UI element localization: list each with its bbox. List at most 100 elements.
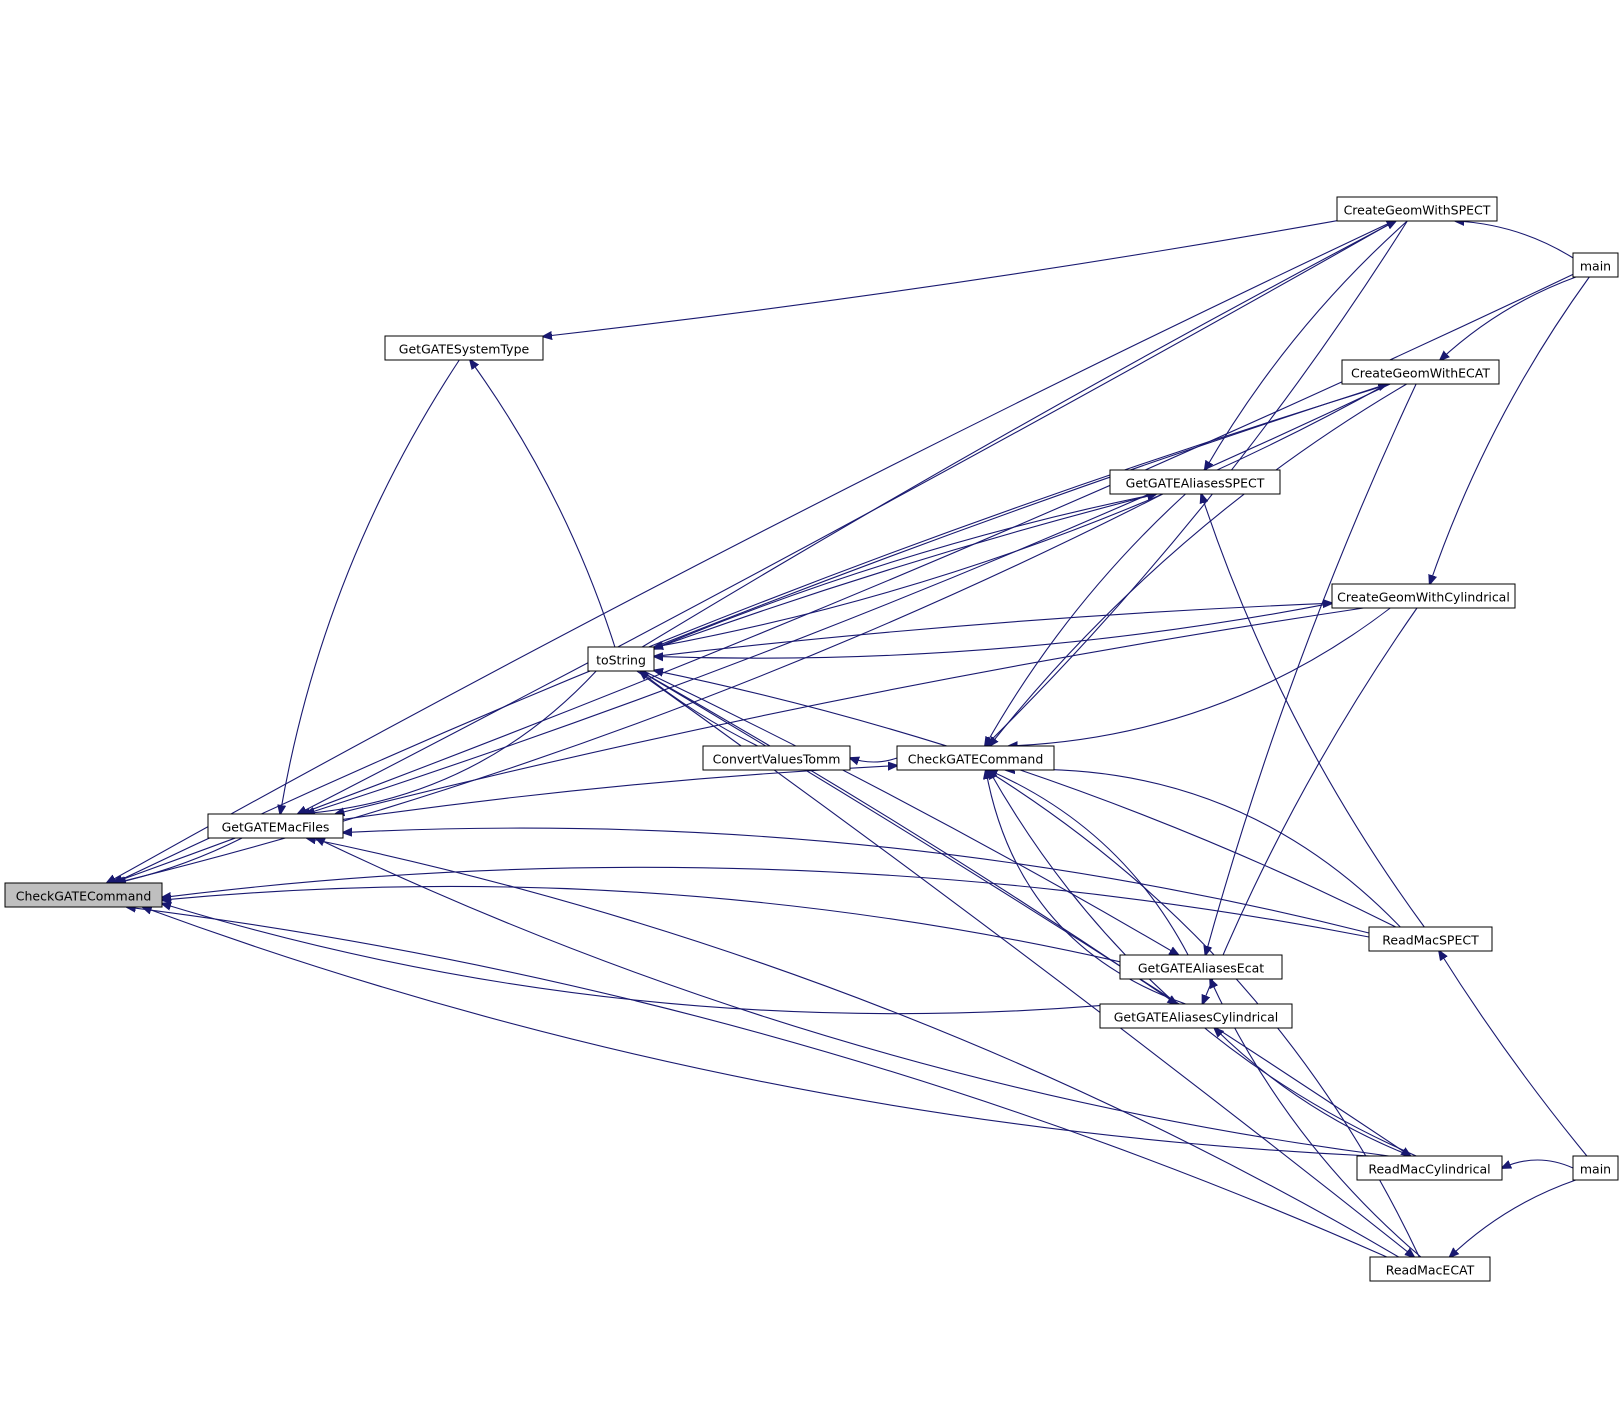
call-edge-convert-to-tostring bbox=[640, 671, 758, 747]
call-edge-cgcyl-to-check2 bbox=[1009, 607, 1391, 746]
call-edge-cgspect-to-macfiles bbox=[298, 220, 1396, 814]
call-edge-cgecat-to-macfiles bbox=[306, 383, 1391, 814]
edge-layer bbox=[107, 221, 1590, 1257]
node-box[interactable] bbox=[896, 745, 1055, 771]
call-edge-rmspect-to-root bbox=[162, 866, 1370, 938]
call-edge-tostring-to-rmcyl bbox=[639, 670, 1410, 1156]
call-edge-cgspect-to-check2 bbox=[985, 220, 1408, 746]
node-alecat[interactable]: GetGATEAliasesEcat bbox=[1119, 954, 1283, 980]
call-edge-macfiles-to-root bbox=[117, 837, 243, 883]
call-edge-rmcyl-to-macfiles bbox=[316, 838, 1390, 1157]
call-edge-main1-to-cgspect bbox=[1455, 221, 1574, 259]
call-edge-cgspect-to-root bbox=[107, 220, 1394, 883]
node-main1[interactable]: main bbox=[1572, 252, 1619, 278]
call-edge-main2-to-rmspect bbox=[1439, 951, 1588, 1157]
call-edge-rmecat-to-macfiles bbox=[307, 838, 1399, 1258]
call-edge-cgecat-to-check2 bbox=[989, 383, 1407, 746]
node-box[interactable] bbox=[1369, 1256, 1491, 1282]
call-edge-check2-to-convert bbox=[850, 758, 898, 762]
node-box[interactable] bbox=[384, 335, 544, 361]
call-edge-macfiles-to-check2 bbox=[342, 766, 897, 820]
node-box[interactable] bbox=[1356, 1155, 1503, 1181]
node-box[interactable] bbox=[1368, 926, 1493, 952]
call-edge-tostring-to-cgspect bbox=[641, 221, 1396, 648]
node-label: GetGATEAliasesSPECT bbox=[1126, 476, 1265, 491]
call-edge-cgecat-to-root bbox=[114, 383, 1390, 883]
call-edge-rmecat-to-root bbox=[127, 907, 1388, 1258]
call-edge-main1-to-cgecat bbox=[1440, 276, 1577, 360]
node-box[interactable] bbox=[1341, 359, 1500, 385]
call-edge-cgecat-to-alecat bbox=[1205, 383, 1417, 955]
node-label: CheckGATECommand bbox=[16, 889, 152, 904]
call-edge-tostring-to-alecat bbox=[643, 670, 1179, 955]
node-macfiles[interactable]: GetGATEMacFiles bbox=[207, 813, 344, 839]
node-box[interactable] bbox=[1336, 196, 1498, 222]
node-label: GetGATEAliasesEcat bbox=[1138, 961, 1264, 976]
node-rmspect[interactable]: ReadMacSPECT bbox=[1368, 926, 1493, 952]
call-edge-tostring-to-macfiles bbox=[300, 670, 597, 814]
call-edge-rmcyl-to-check2 bbox=[989, 770, 1417, 1157]
call-edge-cgspect-to-systype bbox=[543, 220, 1338, 337]
call-edge-tostring-to-systype bbox=[470, 360, 616, 648]
node-label: GetGATESystemType bbox=[399, 342, 530, 357]
call-edge-rmcyl-to-alcyl bbox=[1214, 1028, 1412, 1157]
call-edge-systype-to-macfiles bbox=[280, 359, 460, 814]
node-box[interactable] bbox=[1099, 1003, 1293, 1029]
node-main2[interactable]: main bbox=[1572, 1155, 1619, 1181]
call-edge-main1-to-cgcyl bbox=[1430, 276, 1590, 584]
node-box[interactable] bbox=[1109, 469, 1281, 495]
call-edge-cgcyl-to-alcyl bbox=[1203, 607, 1418, 1004]
node-rmcyl[interactable]: ReadMacCylindrical bbox=[1356, 1155, 1503, 1181]
node-label: ReadMacCylindrical bbox=[1368, 1162, 1490, 1177]
call-edge-cgcyl-to-tostring bbox=[654, 602, 1333, 658]
node-cgecat[interactable]: CreateGeomWithECAT bbox=[1341, 359, 1500, 385]
node-label: ReadMacECAT bbox=[1386, 1263, 1475, 1278]
node-box[interactable] bbox=[1572, 1155, 1619, 1181]
node-label: GetGATEAliasesCylindrical bbox=[1114, 1010, 1279, 1025]
node-convert[interactable]: ConvertValuesTomm bbox=[702, 745, 851, 771]
node-systype[interactable]: GetGATESystemType bbox=[384, 335, 544, 361]
node-tostring[interactable]: toString bbox=[587, 646, 655, 672]
node-label: ConvertValuesTomm bbox=[713, 752, 841, 767]
node-label: ReadMacSPECT bbox=[1382, 933, 1479, 948]
node-box[interactable] bbox=[1331, 583, 1516, 609]
node-box[interactable] bbox=[1572, 252, 1619, 278]
call-edge-rmspect-to-check2 bbox=[1006, 769, 1401, 928]
call-edge-alspect-to-root bbox=[116, 493, 1163, 883]
call-edge-cgcyl-to-macfiles bbox=[335, 607, 1364, 814]
node-check2[interactable]: CheckGATECommand bbox=[896, 745, 1055, 771]
node-label: CreateGeomWithECAT bbox=[1351, 366, 1490, 381]
call-edge-tostring-to-cgecat bbox=[653, 384, 1387, 648]
node-box[interactable] bbox=[207, 813, 344, 839]
call-edge-cgspect-to-alspect bbox=[1205, 220, 1408, 470]
node-alspect[interactable]: GetGATEAliasesSPECT bbox=[1109, 469, 1281, 495]
node-label: CreateGeomWithSPECT bbox=[1344, 203, 1491, 218]
node-cgcyl[interactable]: CreateGeomWithCylindrical bbox=[1331, 583, 1516, 609]
node-label: CheckGATECommand bbox=[908, 752, 1044, 767]
call-edge-main2-to-rmcyl bbox=[1502, 1159, 1574, 1168]
node-box[interactable] bbox=[4, 882, 163, 908]
call-edge-alecat-to-check2 bbox=[988, 770, 1189, 956]
call-edge-cgecat-to-tostring bbox=[654, 383, 1388, 647]
node-rmecat[interactable]: ReadMacECAT bbox=[1369, 1256, 1491, 1282]
call-edge-rmspect-to-macfiles bbox=[343, 828, 1370, 934]
node-label: GetGATEMacFiles bbox=[222, 820, 330, 835]
node-label: main bbox=[1580, 1162, 1611, 1177]
call-edge-rmcyl-to-root bbox=[143, 907, 1371, 1157]
node-root[interactable]: CheckGATECommand bbox=[4, 882, 163, 908]
call-edge-tostring-to-alspect bbox=[653, 494, 1156, 650]
call-edge-alspect-to-tostring bbox=[654, 493, 1157, 649]
call-edge-main2-to-rmecat bbox=[1450, 1179, 1576, 1257]
node-box[interactable] bbox=[587, 646, 655, 672]
node-label: toString bbox=[596, 653, 646, 668]
call-edge-rmspect-to-alspect bbox=[1201, 494, 1425, 928]
call-edge-alcyl-to-check2 bbox=[986, 770, 1186, 1005]
node-cgspect[interactable]: CreateGeomWithSPECT bbox=[1336, 196, 1498, 222]
node-box[interactable] bbox=[1119, 954, 1283, 980]
node-box[interactable] bbox=[702, 745, 851, 771]
call-edge-tostring-to-cgcyl bbox=[653, 603, 1332, 657]
node-alcyl[interactable]: GetGATEAliasesCylindrical bbox=[1099, 1003, 1293, 1029]
call-edge-alspect-to-check2 bbox=[985, 493, 1186, 746]
node-label: main bbox=[1580, 259, 1611, 274]
